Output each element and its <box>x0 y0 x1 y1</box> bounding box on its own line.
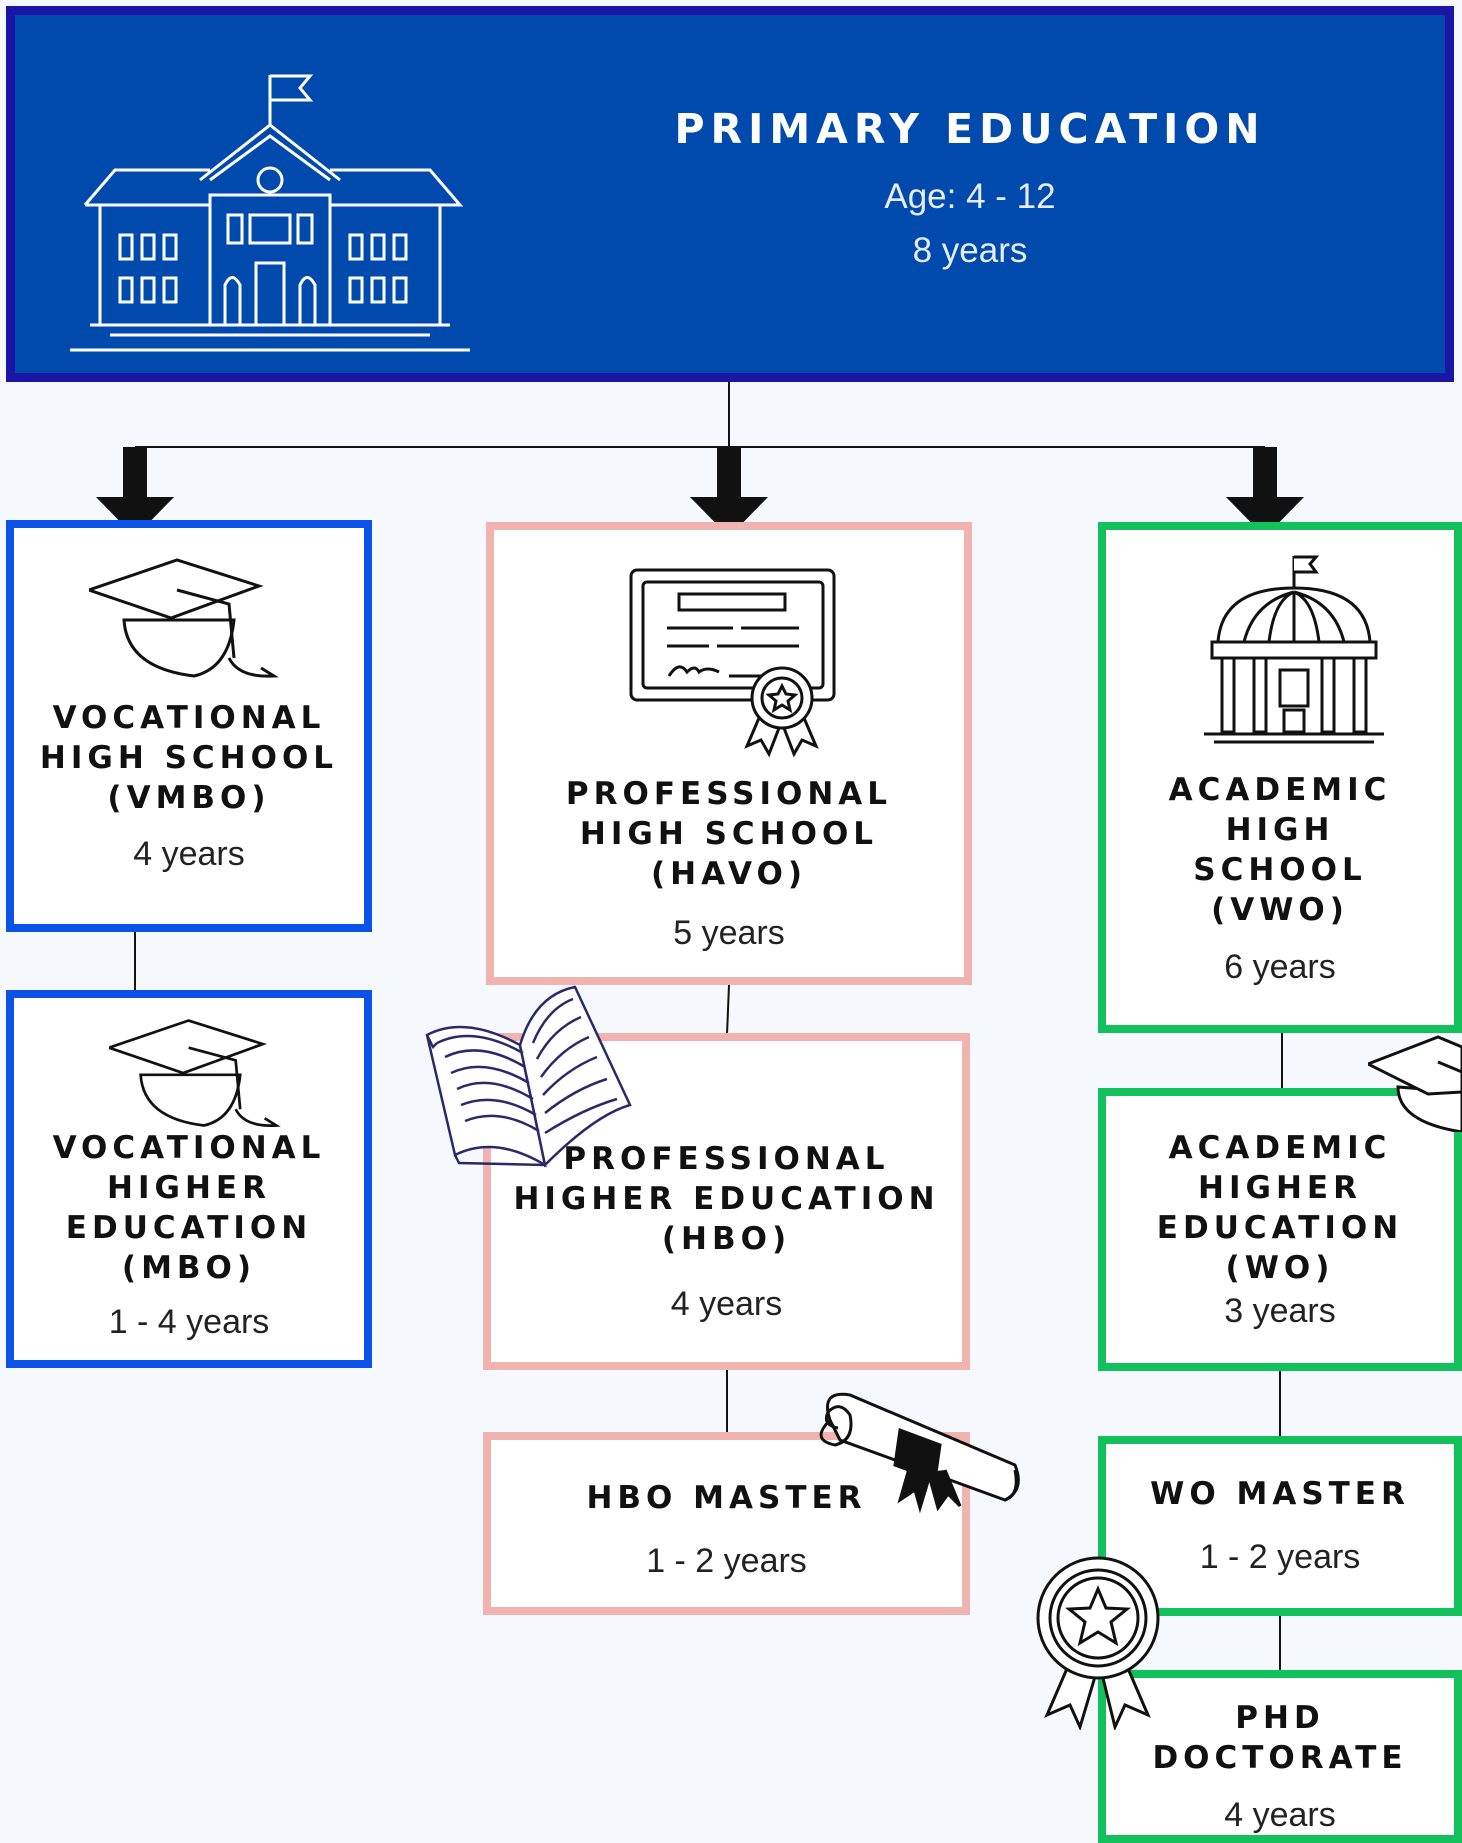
professional-high-school-box: PROFESSIONAL HIGH SCHOOL (HAVO) 5 years <box>486 522 972 985</box>
down-arrow-icon <box>96 447 174 537</box>
academic-high-school-box: ACADEMIC HIGH SCHOOL (VWO) 6 years <box>1098 522 1462 1033</box>
award-medal-icon <box>1036 1556 1160 1730</box>
academic-higher-education-title: ACADEMIC HIGHER EDUCATION (WO) <box>1156 1130 1404 1286</box>
primary-duration: 8 years <box>912 231 1028 270</box>
hbo-master-title: HBO MASTER <box>586 1480 867 1516</box>
vocational-high-school-box: VOCATIONAL HIGH SCHOOL (VMBO) 4 years <box>6 520 372 932</box>
academic-higher-education-box: ACADEMIC HIGHER EDUCATION (WO) 3 years <box>1098 1088 1462 1371</box>
primary-age: Age: 4 - 12 <box>884 177 1056 216</box>
wo-master-duration: 1 - 2 years <box>1199 1538 1361 1576</box>
diploma-certificate-icon <box>629 568 836 758</box>
phd-title: PHD DOCTORATE <box>1152 1700 1408 1776</box>
phd-duration: 4 years <box>1224 1796 1336 1834</box>
academic-higher-education-duration: 3 years <box>1224 1292 1336 1330</box>
graduation-cap-icon <box>1368 1035 1462 1132</box>
vocational-higher-education-title: VOCATIONAL HIGHER EDUCATION (MBO) <box>52 1130 326 1286</box>
professional-higher-education-title: PROFESSIONAL HIGHER EDUCATION (HBO) <box>513 1141 940 1257</box>
vocational-higher-education-duration: 1 - 4 years <box>108 1303 270 1341</box>
graduation-cap-icon <box>109 1019 281 1127</box>
primary-title: PRIMARY EDUCATION <box>674 105 1266 153</box>
professional-high-school-duration: 5 years <box>673 914 785 952</box>
graduation-cap-icon <box>89 558 279 678</box>
vocational-high-school-duration: 4 years <box>133 835 245 873</box>
phd-box: PHD DOCTORATE 4 years <box>1098 1670 1462 1843</box>
professional-higher-education-duration: 4 years <box>670 1285 783 1323</box>
wo-master-title: WO MASTER <box>1150 1476 1410 1512</box>
vocational-higher-education-box: VOCATIONAL HIGHER EDUCATION (MBO) 1 - 4 … <box>6 990 372 1368</box>
domed-building-icon <box>1204 555 1384 744</box>
wo-master-box: WO MASTER 1 - 2 years <box>1098 1436 1462 1616</box>
school-building-icon <box>70 74 470 352</box>
open-book-icon <box>425 985 632 1168</box>
connector-line <box>726 984 730 1036</box>
academic-high-school-duration: 6 years <box>1224 948 1336 986</box>
professional-high-school-title: PROFESSIONAL HIGH SCHOOL (HAVO) <box>565 776 893 892</box>
vocational-high-school-title: VOCATIONAL HIGH SCHOOL (VMBO) <box>39 700 339 816</box>
hbo-master-duration: 1 - 2 years <box>646 1542 807 1580</box>
primary-education-banner: PRIMARY EDUCATION Age: 4 - 12 8 years <box>6 6 1454 382</box>
down-arrow-icon <box>1226 447 1304 537</box>
down-arrow-icon <box>690 447 768 537</box>
scroll-icon <box>819 1392 1020 1514</box>
academic-high-school-title: ACADEMIC HIGH SCHOOL (VWO) <box>1168 772 1392 928</box>
hbo-master-box: HBO MASTER 1 - 2 years <box>483 1432 970 1615</box>
